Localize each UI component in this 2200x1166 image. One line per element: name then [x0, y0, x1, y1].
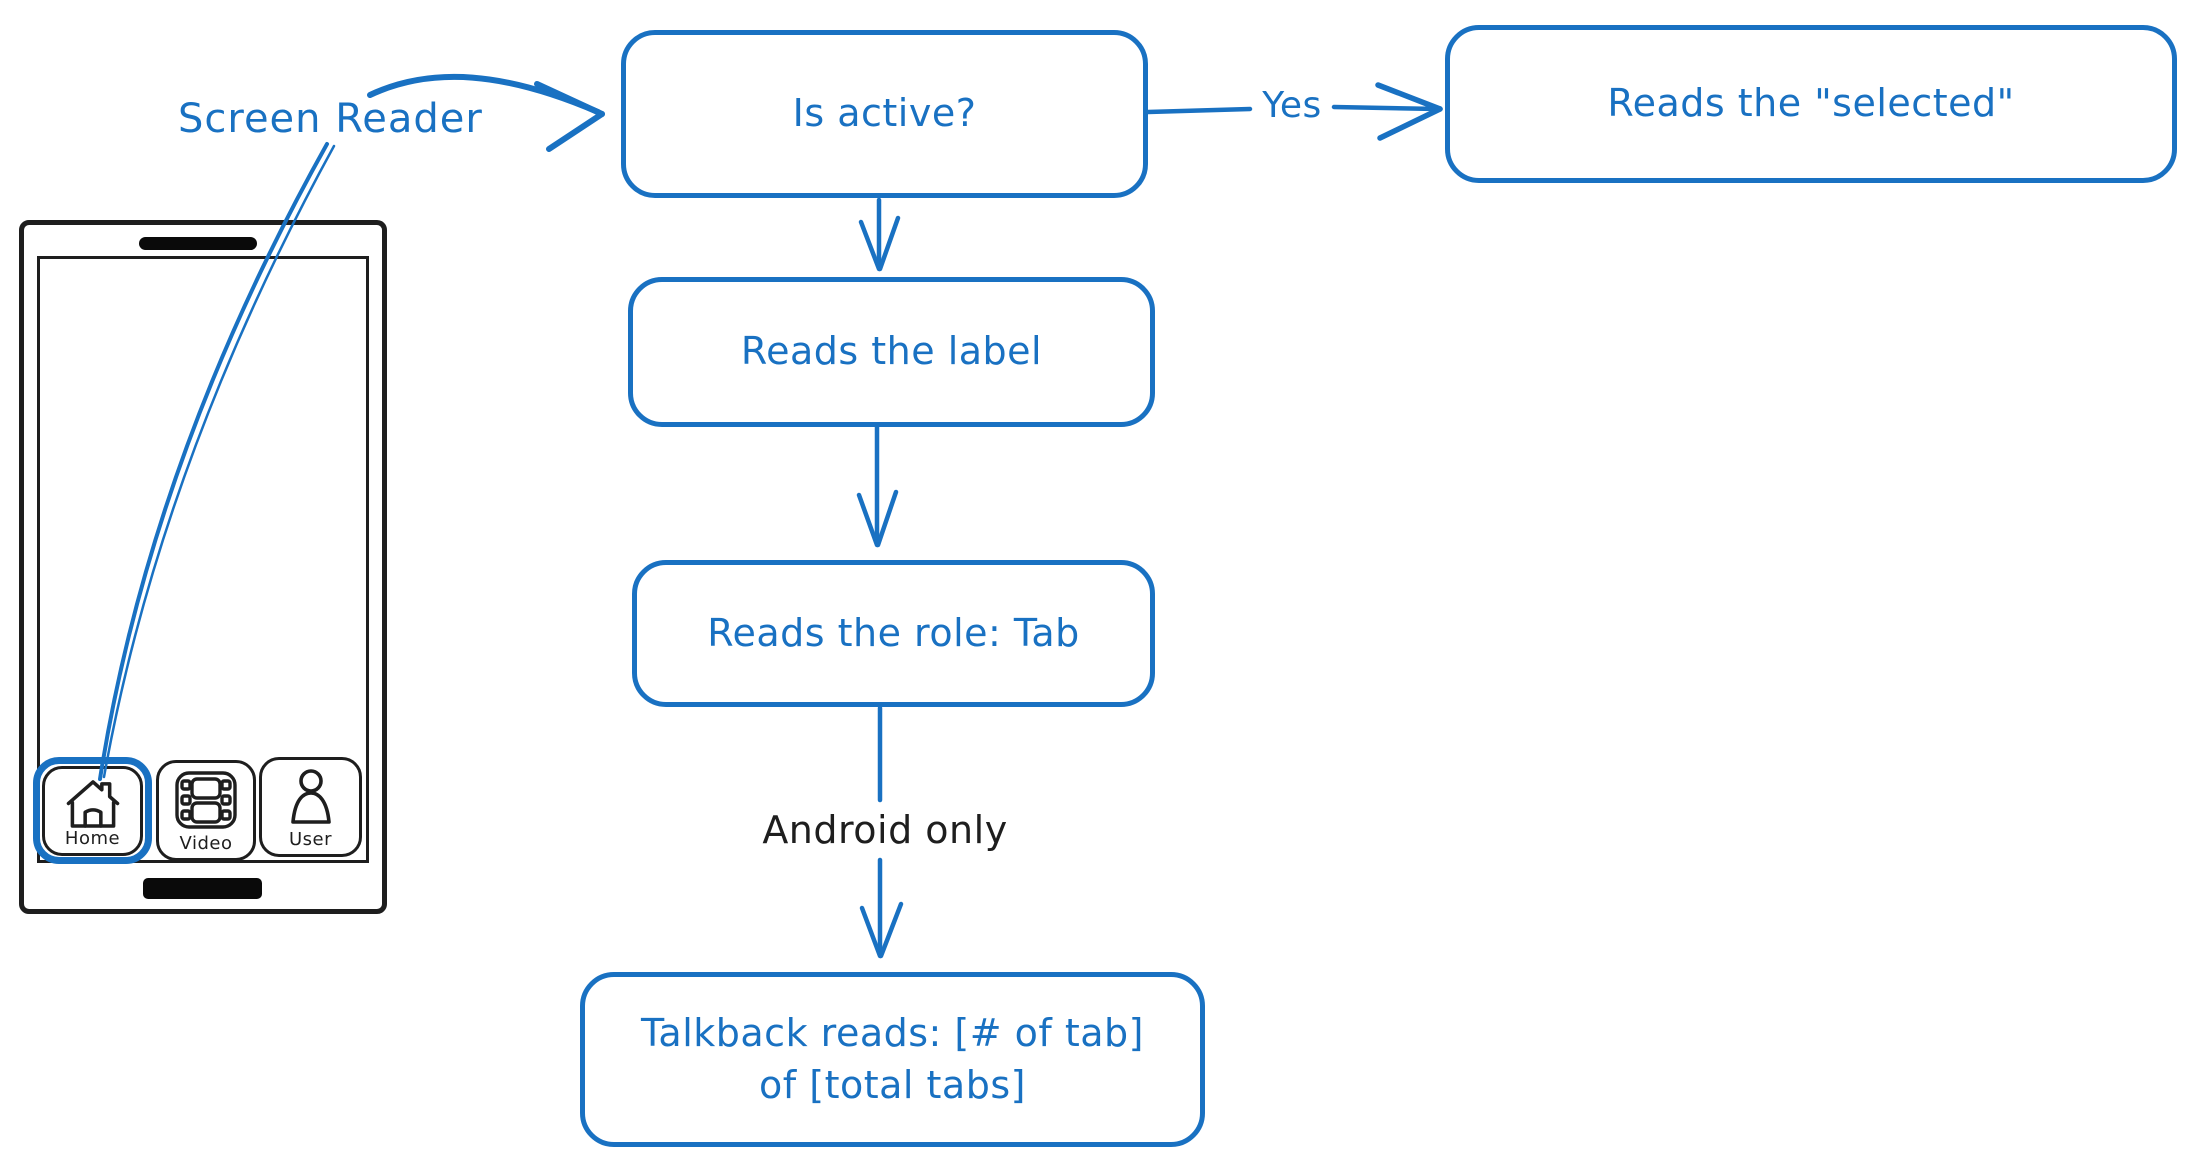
tab-video: Video — [156, 760, 256, 861]
user-icon — [290, 769, 331, 824]
home-icon — [66, 780, 119, 828]
node-talkback: Talkback reads: [# of tab] of [total tab… — [580, 972, 1205, 1147]
node-reads-selected: Reads the "selected" — [1445, 25, 2177, 183]
node-is-active: Is active? — [621, 30, 1148, 198]
edge-reads-label-to-reads-role — [856, 424, 899, 548]
phone-mockup: Home Video User — [19, 220, 387, 914]
earpiece-bar — [139, 237, 257, 250]
node-reads-label: Reads the label — [628, 277, 1155, 427]
tab-user: User — [259, 757, 362, 857]
node-is-active-label: Is active? — [792, 91, 977, 136]
edge-is-active-to-reads-label — [858, 197, 901, 272]
tab-home: Home — [42, 766, 143, 856]
yes-edge-label: Yes — [1254, 80, 1330, 130]
video-icon — [175, 771, 237, 829]
tab-home-label: Home — [64, 828, 121, 849]
android-only-edge-label: Android only — [762, 804, 1007, 856]
screen-reader-label: Screen Reader — [178, 96, 483, 142]
tab-video-label: Video — [179, 833, 233, 854]
tab-user-label: User — [288, 829, 333, 850]
node-reads-label-label: Reads the label — [740, 329, 1043, 374]
active-tab-highlight-ring — [33, 757, 152, 864]
node-reads-role-label: Reads the role: Tab — [707, 610, 1080, 655]
home-indicator-bar — [143, 878, 262, 899]
node-reads-selected-label: Reads the "selected" — [1607, 81, 2015, 126]
node-reads-role: Reads the role: Tab — [632, 560, 1155, 707]
node-talkback-label: Talkback reads: [# of tab] of [total tab… — [641, 1011, 1144, 1107]
